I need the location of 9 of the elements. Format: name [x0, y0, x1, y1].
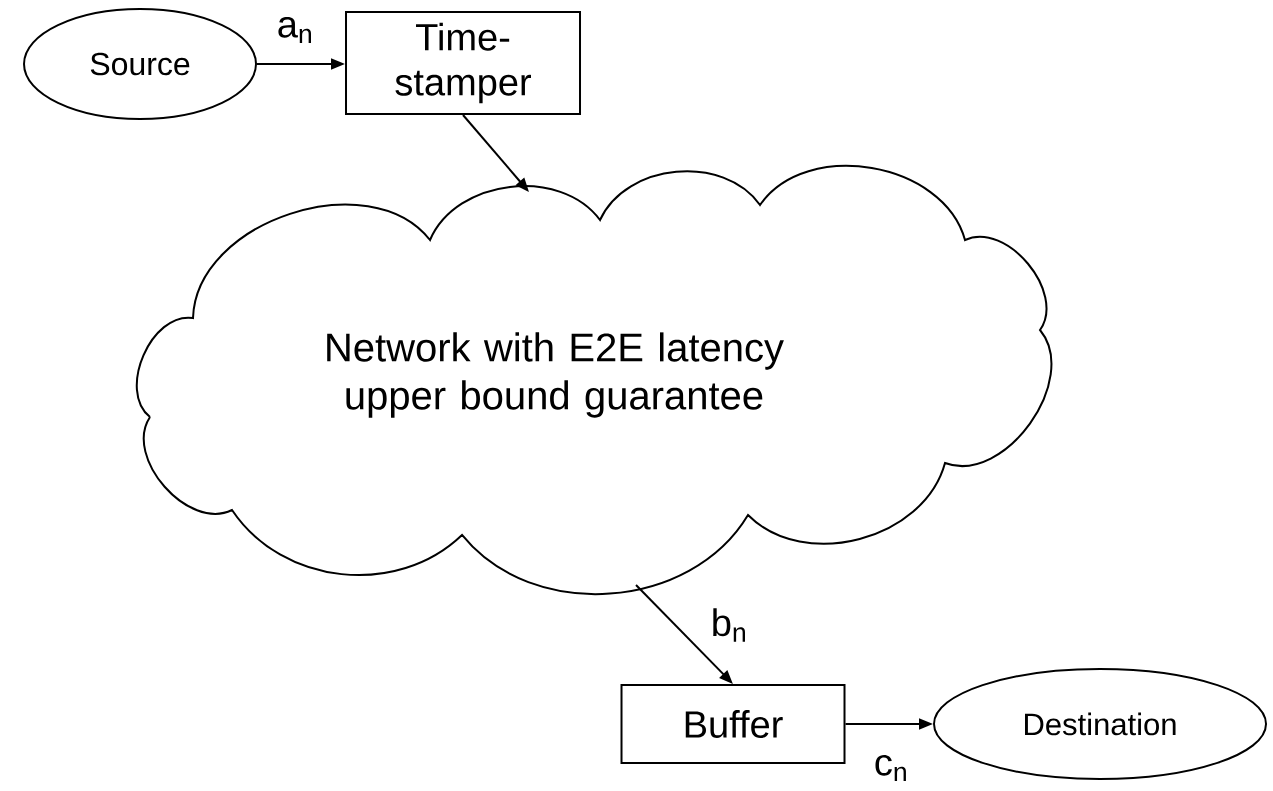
edge-label: b$_{n}$	[713, 608, 745, 642]
edge-label: c$_{n}$	[875, 754, 906, 782]
process-box: Buffer	[620, 684, 846, 764]
edge-label: a$_{n}$	[278, 16, 311, 44]
process-box: Time-stamper	[345, 11, 581, 115]
cloud-shape: Network with E2E latency upper bound guarantee	[135, 164, 1053, 595]
arrow	[635, 584, 733, 684]
ellipse-node: Destination	[933, 668, 1267, 780]
ellipse-node: Source	[23, 8, 257, 120]
